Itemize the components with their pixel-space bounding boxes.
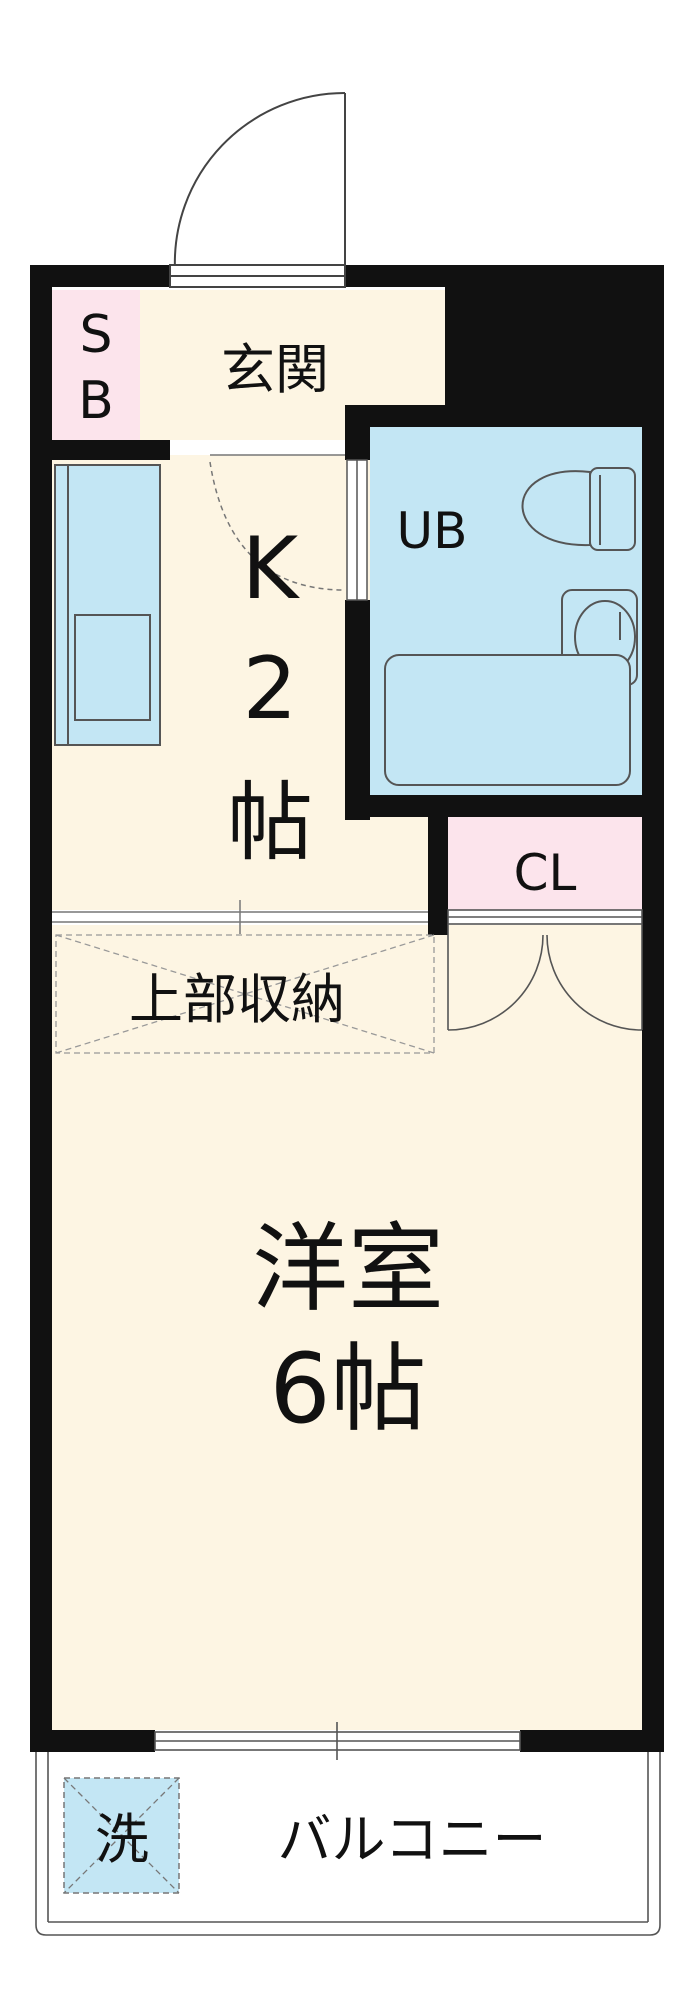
wall-top-left (30, 265, 170, 287)
toilet-icon (521, 467, 636, 551)
label-sb-top: S (79, 305, 112, 365)
wall-ub-left-lower (345, 600, 370, 820)
floor-western-room (52, 925, 642, 1730)
wall-shaft (445, 265, 664, 425)
wall-left (30, 265, 52, 1750)
label-closet: CL (514, 844, 577, 902)
washer-space (63, 1777, 180, 1894)
label-balcony: バルコニー (278, 1808, 547, 1871)
label-upper-storage: 上部収納 (129, 968, 345, 1031)
label-washer: 洗 (95, 1808, 149, 1871)
upper-storage-outline (55, 934, 435, 1054)
wall-sb-bottom (30, 440, 170, 460)
partition-sliding-door (52, 900, 428, 934)
floor-closet (448, 815, 642, 910)
balcony-outline (35, 1752, 661, 1936)
label-western-room-1: 洋室 (252, 1213, 444, 1325)
entrance-door (169, 91, 346, 288)
wall-closet-left (428, 815, 448, 935)
label-ub: UB (397, 502, 468, 560)
wall-right (642, 265, 664, 1750)
wall-ub-bottom (345, 795, 664, 817)
balcony-window (154, 1722, 521, 1760)
label-sb-bottom: B (78, 371, 114, 431)
kitchen-counter (54, 464, 161, 746)
label-western-room-2: 6帖 (269, 1333, 426, 1445)
ub-door (346, 459, 368, 601)
label-kitchen-num: 2 (243, 639, 298, 739)
kitchen-door-swing (209, 454, 346, 591)
bathtub-icon (384, 654, 631, 786)
wall-bottom-right (520, 1730, 664, 1752)
wall-ub-top (345, 405, 664, 427)
floor-sb (52, 290, 140, 440)
wall-ub-left-upper (345, 405, 370, 460)
labels: S B 玄関 UB K 2 帖 CL 上部収納 洋室 6帖 洗 バルコニー (78, 305, 576, 1871)
label-genkan: 玄関 (221, 338, 329, 401)
walls (30, 265, 664, 1752)
wall-bottom-left (30, 1730, 155, 1752)
closet-doors (447, 909, 643, 1031)
label-kitchen-k: K (242, 519, 301, 619)
label-kitchen-unit: 帖 (227, 773, 313, 873)
